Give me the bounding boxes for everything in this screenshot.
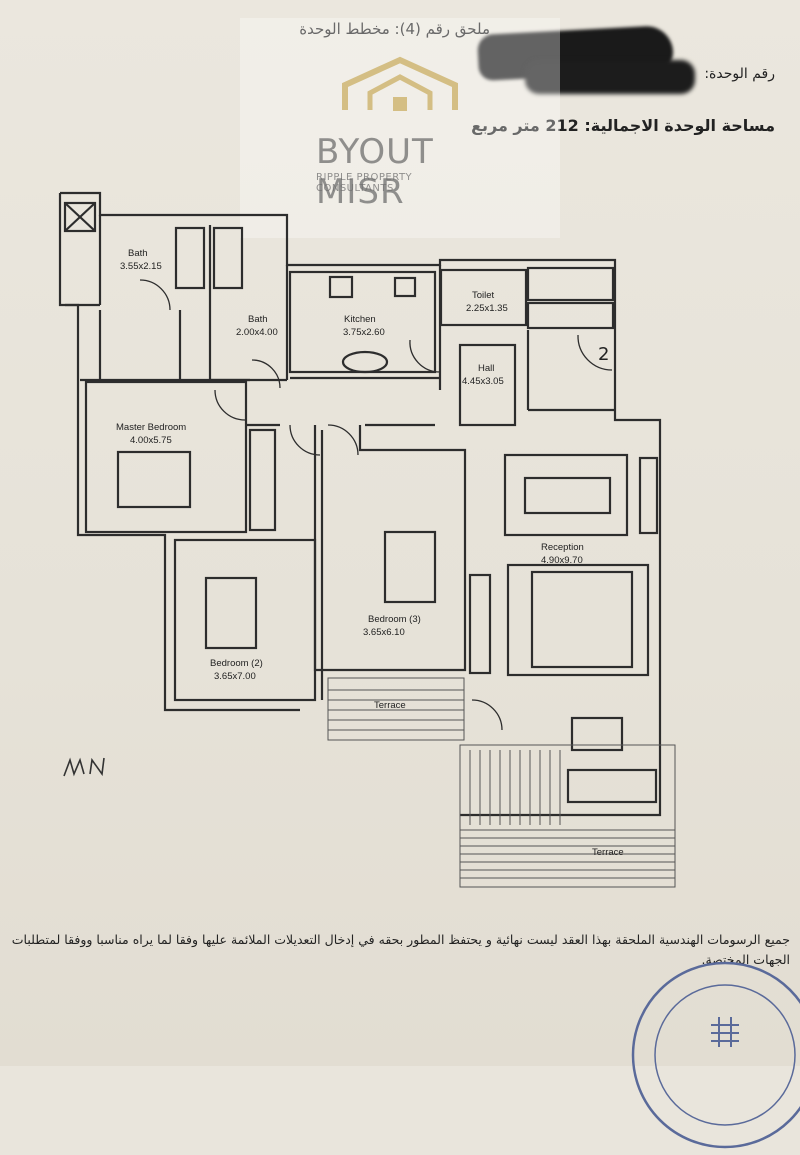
watermark-tagline: RIPPLE PROPERTY CONSULTANTS — [316, 172, 413, 194]
watermark-panel — [240, 18, 560, 238]
room-size: 4.45x3.05 — [462, 376, 504, 387]
door-marker: 2 — [598, 344, 609, 365]
total-area-label: مساحة الوحدة الاجمالية: — [584, 116, 775, 135]
room-size: 4.90x9.70 — [541, 555, 583, 566]
watermark-name: BYOUT MISR — [316, 132, 434, 212]
terrace-label: Terrace — [374, 700, 406, 711]
redaction-mark-2 — [525, 60, 695, 94]
room-name: Bedroom (3) — [368, 614, 421, 625]
room-size: 2.00x4.00 — [236, 327, 278, 338]
annex-title: ملحق رقم (4): مخطط الوحدة — [299, 20, 490, 38]
room-name: Master Bedroom — [116, 422, 186, 433]
room-name: Toilet — [472, 290, 495, 301]
room-size: 2.25x1.35 — [466, 303, 508, 314]
floor-plan: Bath 3.55x2.15 Bath 2.00x4.00 Kitchen 3.… — [58, 191, 676, 888]
room-size: 3.55x2.15 — [120, 261, 162, 272]
room-name: Hall — [478, 363, 494, 374]
room-name: Bath — [248, 314, 268, 325]
room-size: 3.65x6.10 — [363, 627, 405, 638]
room-name: Kitchen — [344, 314, 376, 325]
watermark-logo-icon — [342, 56, 458, 111]
unit-number-label: رقم الوحدة: — [704, 66, 775, 82]
room-name: Bath — [128, 248, 148, 259]
total-area: مساحة الوحدة الاجمالية: 212 متر مربع — [440, 116, 775, 135]
room-name: Bedroom (2) — [210, 658, 263, 669]
handwritten-initials — [63, 757, 105, 777]
room-size: 4.00x5.75 — [130, 435, 172, 446]
room-name: Reception — [541, 542, 584, 553]
total-area-value: 212 متر مربع — [471, 116, 579, 135]
room-size: 3.75x2.60 — [343, 327, 385, 338]
terrace-label: Terrace — [592, 847, 624, 858]
room-size: 3.65x7.00 — [214, 671, 256, 682]
company-stamp-icon — [631, 961, 800, 1149]
